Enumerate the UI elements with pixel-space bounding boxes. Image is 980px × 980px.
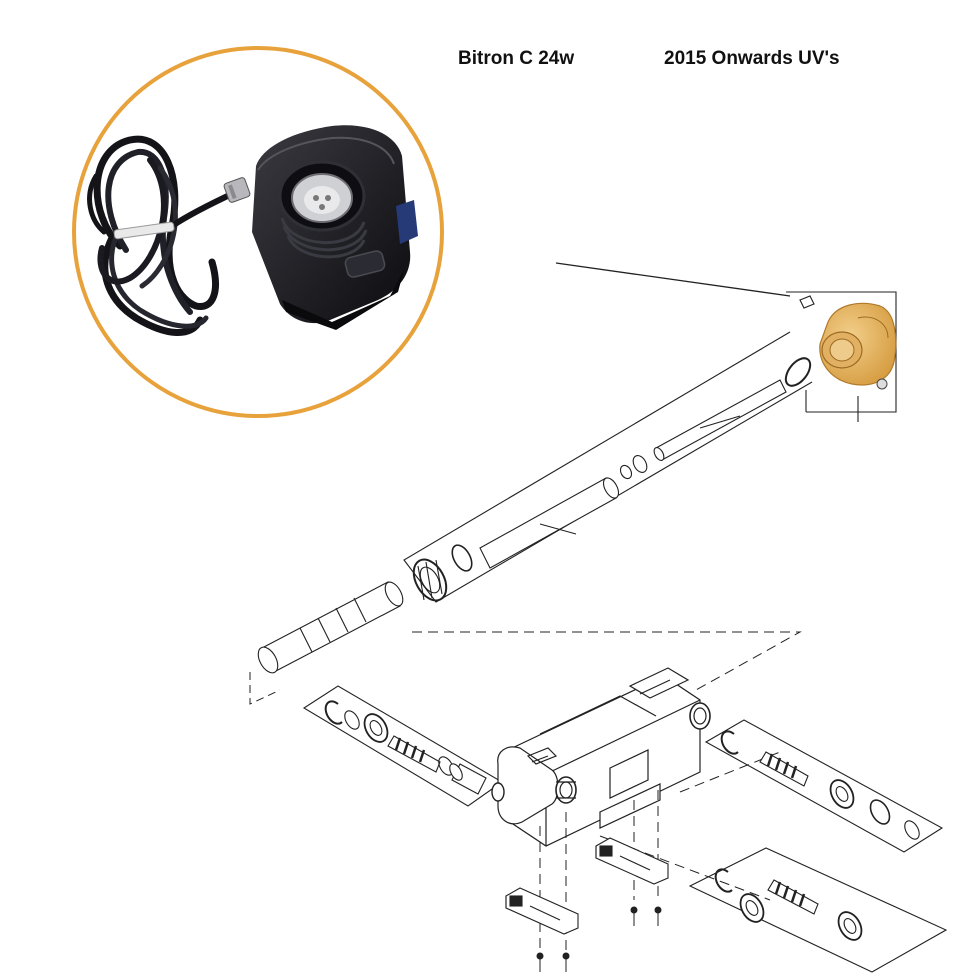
right-lower-clip-icon [714,868,733,893]
sleeve-o-ring-icon [451,544,473,572]
right-lower-fittings-group [688,847,948,973]
left-hose-tail-icon [387,735,441,773]
lamp-group-frame [403,331,813,603]
screw-icons [536,906,662,972]
callout-leader-line [555,262,791,297]
right-upper-clamp-icon [869,799,891,825]
right-lower-end-nut-icon [837,911,863,941]
sleeve-nut-icon [412,558,448,602]
right-upper-clip-icon [720,730,739,755]
ballast-cap-group [784,291,897,422]
small-clip-icon [799,295,815,309]
quartz-sleeve-icon [479,477,620,569]
right-lower-fittings-frame [688,847,948,973]
left-clip-icon [324,700,343,725]
left-nut-icon [363,713,389,743]
right-upper-fittings-frame [704,719,944,853]
guide-line [249,672,281,705]
cap-group-frame [786,291,897,413]
left-plug-icon [449,763,487,795]
left-hose-tail-group [302,685,504,807]
mounting-clip-right-icon [595,837,669,885]
small-seal-icon [619,464,633,480]
side-tab-icon [396,200,418,244]
wiper-assembly-icon [257,581,404,674]
right-upper-washer-icon [904,820,920,840]
rear-port-icon [689,702,711,730]
guide-line-upper [412,631,802,691]
right-lower-hose-tail-icon [767,879,819,915]
right-upper-hose-tail-icon [759,751,809,787]
year-range-title: 2015 Onwards UV's [664,48,840,69]
housing-label-panel [609,749,649,799]
right-lower-nut-icon [739,893,765,923]
photo-inset [72,46,444,418]
small-washer-icon [632,455,648,473]
uv-housing-icon [491,667,711,847]
ballast-body-icon [252,125,418,330]
right-upper-nut-icon [829,779,855,809]
top-connector-icon [628,667,690,699]
highlighted-ballast-cap-icon [819,302,897,390]
uv-lamp-icon [653,379,787,461]
o-ring-icon [784,357,812,387]
photo-ring [72,46,444,418]
left-washer-icon [344,710,360,730]
product-title: Bitron C 24w [458,48,575,69]
cable-tie-icon [113,221,175,240]
latch-button-icon [344,250,386,278]
right-upper-fittings-group [704,719,944,853]
lamp-assembly-group [403,331,813,603]
power-cable-icon [87,135,239,336]
side-port-icon [491,782,505,802]
mounting-clip-left-icon [505,887,579,935]
cable-gland-icon [223,177,251,203]
front-port-icon [555,776,577,804]
left-seal-icon [438,756,454,776]
ballast-unit-photo [87,125,418,336]
